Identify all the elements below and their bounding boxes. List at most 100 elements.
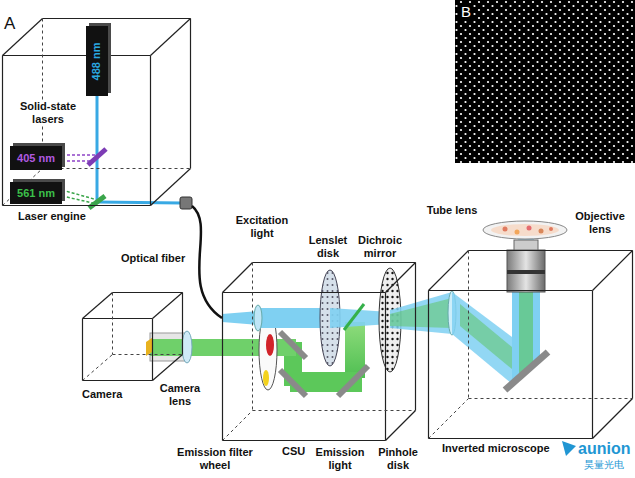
watermark: aunion	[578, 439, 630, 458]
laser-beams-part	[88, 149, 106, 165]
hidden-cube-edge	[112, 293, 113, 355]
laser-label: 561 nm	[17, 187, 55, 200]
laser-beams-part	[180, 197, 192, 209]
excitation-path-part	[503, 227, 508, 232]
emission-path-part	[266, 334, 274, 356]
cube-edge	[385, 293, 386, 441]
cube-edge	[43, 18, 191, 19]
hidden-cube-edge	[43, 168, 191, 169]
cube-outline	[222, 262, 417, 460]
excitation-path-part	[549, 227, 553, 231]
cube-edge	[223, 292, 386, 293]
cube-edge	[150, 56, 151, 206]
cube-edge	[592, 291, 593, 439]
excitation-path-part	[258, 308, 330, 328]
hidden-cube-edge	[468, 251, 469, 399]
laser-label: 405 nm	[17, 152, 55, 165]
part-label: Excitation light	[230, 214, 294, 240]
microscope-box: Inverted microscope	[428, 250, 634, 458]
excitation-path-part	[505, 352, 548, 390]
excitation-path-part	[344, 304, 364, 330]
box-label: Camera	[82, 388, 122, 401]
box-label: Laser engine	[18, 210, 86, 223]
cube-edge	[153, 355, 183, 381]
cube-edge	[469, 250, 633, 251]
part-label: Camera lens	[155, 382, 205, 408]
cube-edge	[83, 380, 153, 381]
hidden-cube-edge	[113, 354, 183, 355]
excitation-path-part	[507, 270, 545, 274]
spinning-disk-image-part	[455, 0, 635, 163]
excitation-path	[222, 221, 567, 390]
excitation-path-part	[491, 224, 559, 236]
box-label: Inverted microscope	[442, 442, 550, 455]
laser-405: 405 nm	[10, 146, 62, 170]
hidden-cube-edge	[252, 263, 253, 411]
part-label: Emission light	[314, 446, 366, 472]
cube-edge	[151, 169, 191, 206]
cube-edge	[386, 263, 416, 293]
box-label: CSU	[282, 445, 305, 458]
cube-edge	[3, 55, 151, 56]
emission-path-part	[280, 332, 306, 358]
optical-fiber	[192, 206, 222, 318]
cube-edge	[3, 205, 151, 206]
cube-edge	[593, 399, 633, 439]
cube-edge	[113, 292, 183, 293]
cube-edge	[151, 19, 191, 56]
cube-edge	[190, 19, 191, 169]
cube-edge	[182, 293, 183, 355]
cube-edge	[429, 251, 469, 291]
cube-edge	[82, 319, 83, 381]
laser-label: 488 nm	[91, 42, 104, 80]
cube-outline	[428, 250, 634, 458]
cube-edge	[632, 251, 633, 399]
hidden-cube-edge	[83, 355, 113, 381]
hidden-cube-edge	[223, 411, 253, 441]
part-label: Emission filter wheel	[169, 446, 261, 472]
cube-edge	[223, 440, 386, 441]
watermark-logo-part	[562, 441, 576, 456]
laser-beams-part	[97, 202, 181, 203]
laser-beams-part	[96, 96, 99, 202]
emission-path-part	[263, 370, 269, 386]
emission-path-part	[182, 331, 192, 363]
excitation-path-part	[539, 229, 544, 234]
cube-edge	[415, 263, 416, 411]
panel-letter: B	[459, 3, 473, 21]
part-label: Objective lens	[570, 210, 630, 236]
cube-edge	[2, 56, 3, 206]
cube-edge	[83, 293, 113, 319]
cube-edge	[429, 290, 593, 291]
emission-path-part	[146, 338, 152, 356]
hidden-cube-edge	[253, 410, 416, 411]
part-label: Tube lens	[417, 204, 487, 217]
excitation-path-part	[390, 298, 452, 328]
excitation-path-part	[254, 305, 262, 331]
hidden-cube-edge	[469, 398, 633, 399]
watermark-logo	[562, 441, 576, 456]
laser-beams-part	[89, 196, 105, 208]
csu-box: CSU	[222, 262, 417, 460]
cube-edge	[428, 291, 429, 439]
excitation-path-part	[507, 250, 545, 292]
spinning-disk-image	[455, 0, 635, 163]
emission-path-part	[280, 370, 306, 396]
laser-488: 488 nm	[86, 26, 108, 96]
cube-edge	[153, 293, 183, 319]
cube-edge	[429, 438, 593, 439]
cube-edge	[253, 262, 416, 263]
part-label: Pinhole disk	[375, 446, 421, 472]
excitation-path-part	[527, 226, 532, 231]
laser-beams-part	[62, 196, 93, 203]
cube-edge	[222, 293, 223, 441]
part-label: Solid-state lasers	[13, 100, 83, 126]
emission-path-part	[338, 366, 368, 396]
excitation-path-part	[483, 221, 567, 239]
watermark: 昊量光电	[584, 459, 624, 471]
part-label: Lenslet disk	[305, 234, 351, 260]
edge-label: Optical fiber	[119, 252, 187, 265]
cube-edge	[593, 251, 633, 291]
